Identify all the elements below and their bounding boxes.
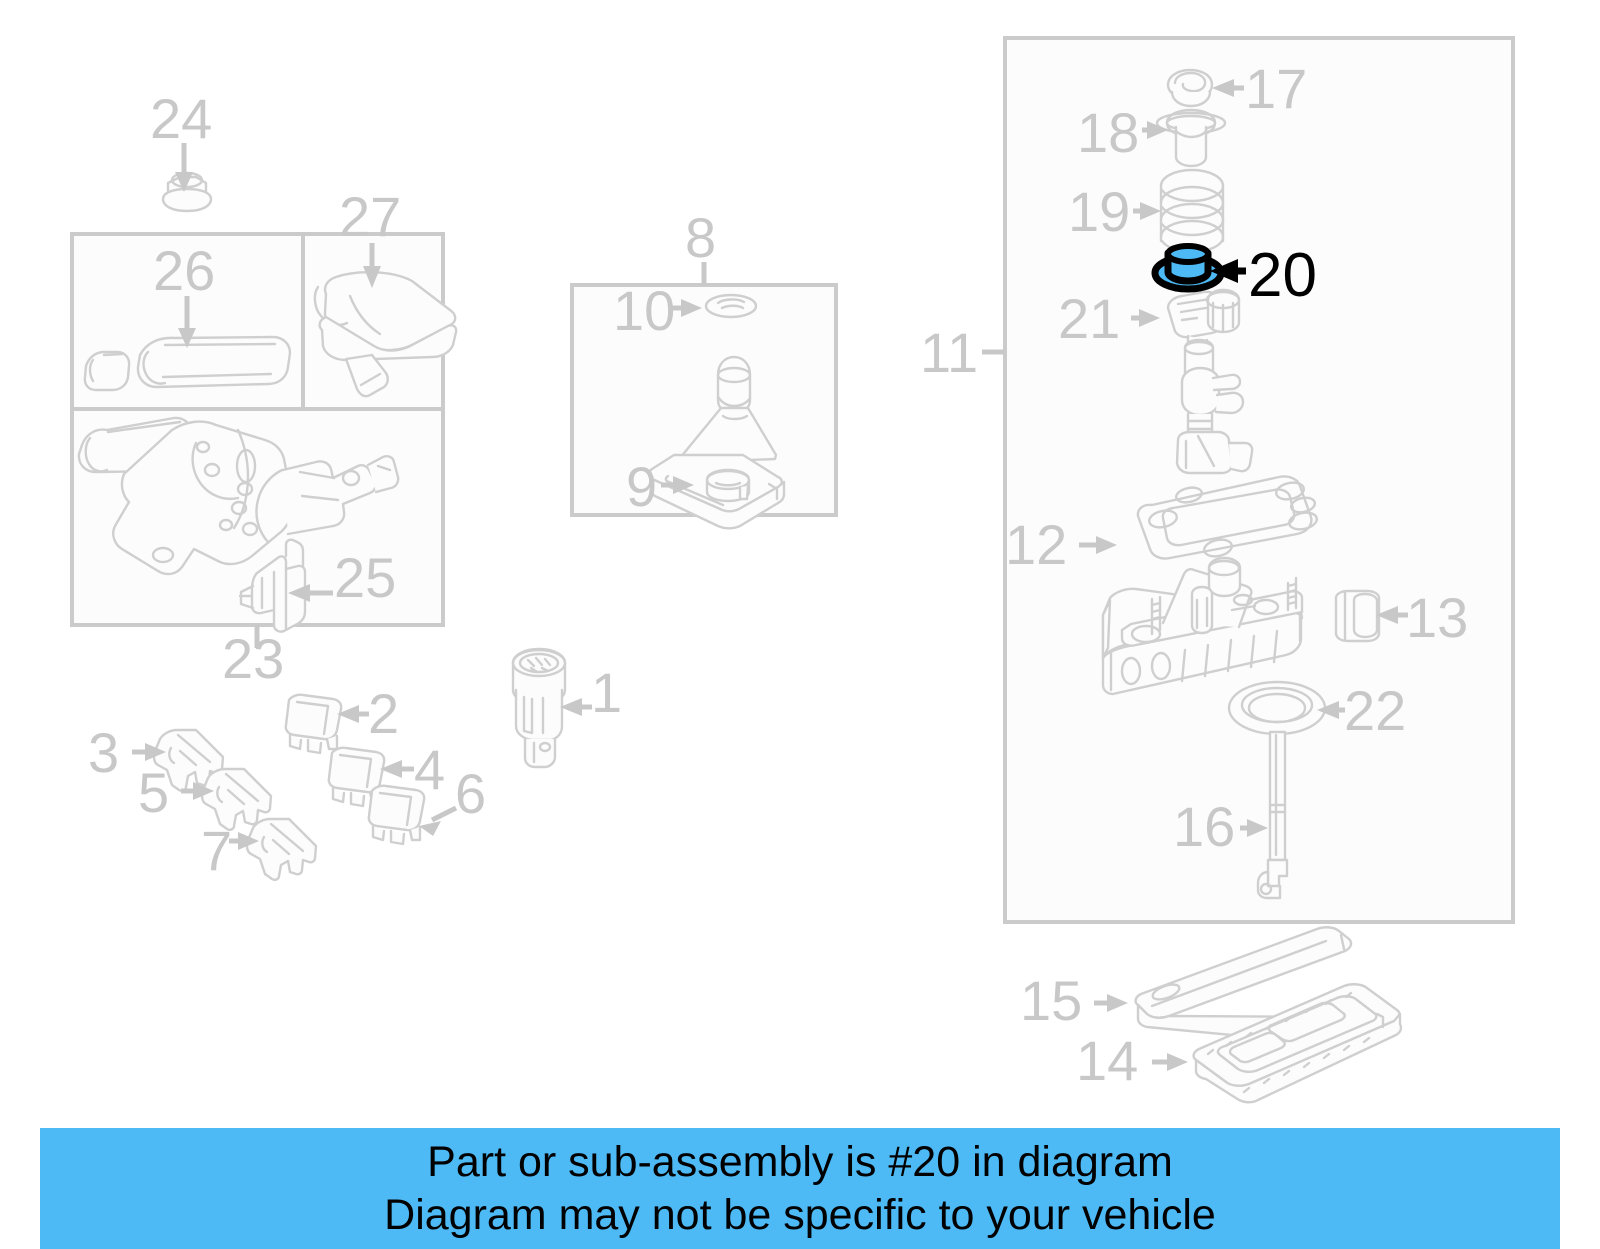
callout-label-26: 26	[153, 239, 215, 302]
part-16-shift-rod	[1256, 730, 1289, 900]
part-9-boot-retainer-clip	[705, 468, 751, 503]
part-12-gasket-plate	[1136, 475, 1318, 560]
part-23-parking-brake-lever	[77, 416, 400, 576]
callout-23: 23	[222, 627, 284, 690]
callout-26: 26	[153, 239, 215, 348]
callout-label-21: 21	[1058, 287, 1120, 350]
part-13-grommet-plug	[1334, 589, 1381, 643]
callout-8: 8	[685, 206, 716, 269]
shifter-housing-body	[1101, 556, 1304, 696]
part-27-lever-boot-trim	[313, 270, 458, 398]
callout-11: 11	[920, 321, 978, 384]
callout-label-15: 15	[1020, 969, 1082, 1032]
part-26-handle-grip	[83, 335, 292, 392]
callout-label-16: 16	[1173, 795, 1235, 858]
callout-18: 18	[1077, 101, 1168, 164]
part-20-highlighted-bushing	[1151, 243, 1225, 293]
shifter-lever-stick	[1175, 338, 1254, 475]
callout-12: 12	[1005, 513, 1117, 576]
callout-label-24: 24	[150, 87, 212, 150]
part-2-switch-button	[284, 693, 343, 755]
part-22-seal-ring	[1227, 680, 1327, 736]
callout-16: 16	[1173, 795, 1268, 858]
part-5-connector-housing	[200, 767, 273, 831]
callout-label-22: 22	[1344, 679, 1406, 742]
callout-label-12: 12	[1005, 513, 1067, 576]
callout-7: 7	[201, 819, 259, 882]
callout-label-20: 20	[1248, 241, 1317, 310]
callout-17: 17	[1212, 57, 1307, 120]
callout-label-4: 4	[414, 738, 445, 801]
callout-label-23: 23	[222, 627, 284, 690]
part-8-shift-boot-assembly	[647, 355, 786, 530]
callout-9: 9	[626, 455, 694, 518]
callout-14: 14	[1076, 1029, 1188, 1092]
part-3-connector-housing	[152, 728, 225, 792]
callout-label-5: 5	[138, 761, 169, 824]
callout-label-6: 6	[455, 762, 486, 825]
part-25-brake-switch	[238, 538, 307, 633]
callout-24: 24	[150, 87, 212, 192]
part-6-switch-button	[367, 784, 426, 846]
callout-label-11: 11	[920, 321, 978, 384]
part-19-coil-spring	[1159, 168, 1225, 254]
callout-22: 22	[1317, 679, 1406, 742]
callout-27: 27	[339, 185, 401, 288]
callout-label-3: 3	[88, 721, 119, 784]
part-18-bushing-sleeve	[1155, 108, 1227, 168]
callout-2: 2	[337, 682, 399, 745]
part-14-console-tray-bezel	[1192, 983, 1403, 1104]
banner-line-1: Part or sub-assembly is #20 in diagram	[427, 1138, 1173, 1187]
callout-label-13: 13	[1406, 586, 1468, 649]
part-7-connector-housing	[245, 817, 318, 881]
callout-15: 15	[1020, 969, 1128, 1032]
callout-3: 3	[88, 721, 166, 784]
callout-6: 6	[419, 762, 486, 836]
group-box-11	[982, 36, 1515, 924]
callout-21: 21	[1058, 287, 1160, 350]
part-1-cigarette-lighter-socket	[511, 647, 567, 769]
callout-label-19: 19	[1068, 180, 1130, 243]
callout-label-1: 1	[591, 661, 622, 724]
callout-19: 19	[1068, 180, 1161, 243]
callout-5: 5	[138, 761, 214, 824]
banner-line-2: Diagram may not be specific to your vehi…	[384, 1190, 1216, 1239]
part-17-spring-cap	[1166, 68, 1214, 108]
callout-label-27: 27	[339, 185, 401, 248]
callout-label-17: 17	[1245, 57, 1307, 120]
part-10-shift-knob-cap	[704, 293, 758, 319]
callout-13: 13	[1376, 586, 1468, 649]
callout-label-8: 8	[685, 206, 716, 269]
info-banner: Part or sub-assembly is #20 in diagram D…	[40, 1128, 1560, 1249]
callout-label-25: 25	[334, 546, 396, 609]
callout-label-2: 2	[368, 682, 399, 745]
callout-label-18: 18	[1077, 101, 1139, 164]
callout-label-14: 14	[1076, 1029, 1138, 1092]
callout-10: 10	[613, 279, 702, 342]
callout-label-9: 9	[626, 455, 657, 518]
callout-25: 25	[288, 546, 396, 609]
callout-20-highlighted: 20	[1210, 241, 1317, 310]
callout-label-7: 7	[201, 819, 232, 882]
callout-label-10: 10	[613, 279, 675, 342]
callout-1: 1	[560, 661, 622, 724]
callout-4: 4	[380, 738, 445, 801]
